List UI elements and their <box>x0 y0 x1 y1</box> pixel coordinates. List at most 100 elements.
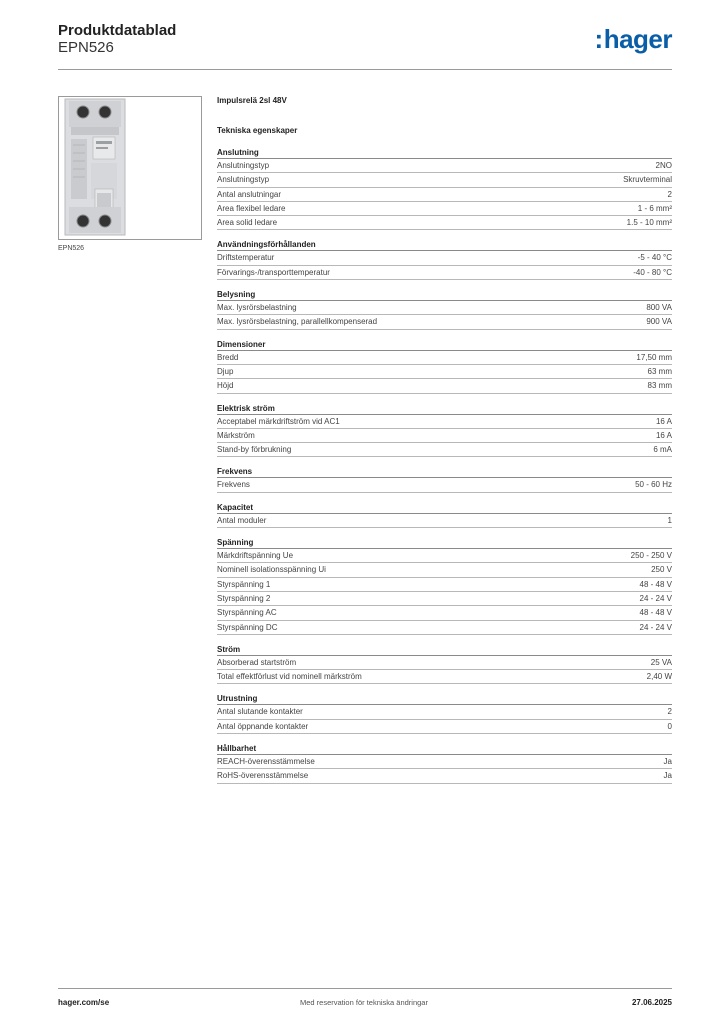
product-image <box>64 98 126 236</box>
spec-value: -5 - 40 °C <box>637 253 672 263</box>
section-spacer <box>217 734 672 744</box>
spec-label: Absorberad startström <box>217 657 297 667</box>
spec-row: Märkström 16 A <box>217 429 672 444</box>
spec-row: Styrspänning AC 48 - 48 V <box>217 606 672 621</box>
footer-notice: Med reservation för tekniska ändringar <box>300 998 428 1007</box>
spec-value: 2 <box>667 189 672 199</box>
page-footer: hager.com/se Med reservation för teknisk… <box>58 988 672 1008</box>
spec-label: Märkström <box>217 430 255 440</box>
section-title: Belysning <box>217 290 672 302</box>
footer-website: hager.com/se <box>58 998 110 1007</box>
spec-row: Styrspänning 1 48 - 48 V <box>217 578 672 592</box>
section-title: Anslutning <box>217 148 672 159</box>
spec-label: Area flexibel ledare <box>217 203 286 213</box>
spec-value: 900 VA <box>646 317 672 327</box>
spec-label: Antal anslutningar <box>217 189 282 199</box>
spec-label: Djup <box>217 366 234 376</box>
spec-value: 16 A <box>655 430 672 440</box>
spec-value: 48 - 48 V <box>639 579 672 589</box>
spec-value: 83 mm <box>647 381 672 391</box>
spec-value: 24 - 24 V <box>639 622 672 632</box>
spec-value: 2,40 W <box>646 672 672 682</box>
hager-logo: :hager <box>595 24 673 55</box>
spec-row: Anslutningstyp Skruvterminal <box>217 173 672 188</box>
spec-value: 63 mm <box>647 366 672 376</box>
spec-value: 2 <box>667 707 672 717</box>
spec-value: 17,50 mm <box>636 352 672 362</box>
product-code: EPN526 <box>58 39 114 56</box>
spec-value: Ja <box>663 757 672 767</box>
spec-value: 250 V <box>651 565 672 575</box>
section-spacer <box>217 784 672 794</box>
spec-row: Antal anslutningar 2 <box>217 188 672 202</box>
spec-row: Max. lysrörsbelastning, parallellkompens… <box>217 315 672 330</box>
spec-label: Styrspänning 1 <box>217 579 271 589</box>
section-title: Spänning <box>217 538 672 550</box>
spec-value: 250 - 250 V <box>630 551 672 561</box>
spec-label: Märkdriftspänning Ue <box>217 551 294 561</box>
spec-value: 6 mA <box>653 445 672 455</box>
spec-label: Antal moduler <box>217 515 267 525</box>
spec-value: 48 - 48 V <box>639 608 672 618</box>
spec-row: Styrspänning 2 24 - 24 V <box>217 592 672 607</box>
section-spacer <box>217 394 672 404</box>
section-title: Elektrisk ström <box>217 404 672 415</box>
spec-label: Höjd <box>217 381 234 391</box>
spec-label: Anslutningstyp <box>217 175 270 185</box>
spec-label: Driftstemperatur <box>217 253 275 263</box>
spec-label: Anslutningstyp <box>217 161 270 170</box>
spec-label: Area solid ledare <box>217 218 278 228</box>
product-image-frame <box>58 96 202 240</box>
spec-row: Styrspänning DC 24 - 24 V <box>217 621 672 635</box>
spec-row: Antal slutande kontakter 2 <box>217 705 672 720</box>
spec-label: RoHS-överensstämmelse <box>217 771 309 781</box>
spec-label: Antal slutande kontakter <box>217 707 303 717</box>
spec-label: REACH-överensstämmelse <box>217 757 315 767</box>
section-spacer <box>217 493 672 503</box>
spec-value: 50 - 60 Hz <box>635 480 672 490</box>
spec-column: Impulsrelä 2sl 48V Tekniska egenskaper A… <box>217 96 672 794</box>
section-spacer <box>217 457 672 467</box>
section-spacer <box>217 330 672 340</box>
logo-text: hager <box>603 24 673 54</box>
spec-label: Styrspänning AC <box>217 608 277 618</box>
spec-label: Antal öppnande kontakter <box>217 721 309 731</box>
spec-label: Max. lysrörsbelastning <box>217 303 297 313</box>
spec-label: Acceptabel märkdriftström vid AC1 <box>217 416 340 426</box>
spec-label: Styrspänning DC <box>217 622 278 632</box>
spec-value: 24 - 24 V <box>639 593 672 603</box>
section-title: Dimensioner <box>217 340 672 351</box>
spec-label: Max. lysrörsbelastning, parallellkompens… <box>217 317 378 327</box>
spec-label: Styrspänning 2 <box>217 593 271 603</box>
document-title: Produktdatablad <box>58 22 177 39</box>
spec-value: Skruvterminal <box>623 175 672 185</box>
spec-label: Total effektförlust vid nominell märkstr… <box>217 672 362 682</box>
spec-row: Djup 63 mm <box>217 365 672 380</box>
section-title: Hållbarhet <box>217 744 672 756</box>
page-header: Produktdatablad EPN526 :hager <box>58 22 673 70</box>
section-spacer <box>217 280 672 290</box>
